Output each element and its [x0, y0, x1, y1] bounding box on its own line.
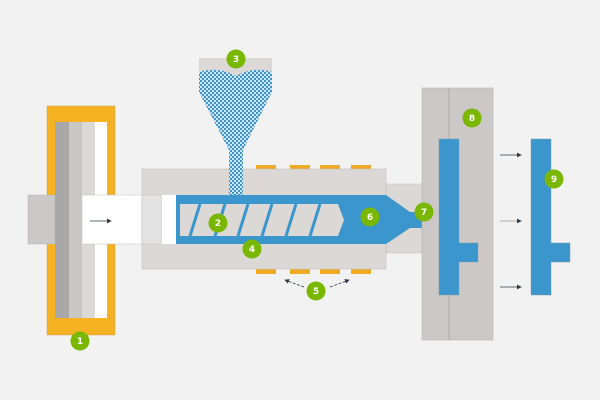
badge-label: 8: [469, 114, 475, 124]
hydraulic-unit: [27, 105, 145, 336]
mold: [421, 87, 494, 341]
badge-label: 2: [215, 219, 221, 229]
badge-label: 1: [77, 337, 83, 347]
badge-1: 1: [70, 331, 90, 351]
barrel: [141, 168, 424, 270]
heater-pointer-arrows: [284, 279, 350, 288]
badge-label: 3: [233, 55, 239, 65]
badge-3: 3: [226, 49, 246, 69]
ram-end: [141, 194, 163, 245]
piston-rod: [81, 194, 145, 245]
ejection-arrows: [500, 152, 522, 290]
badge-circle: [208, 213, 228, 233]
badge-label: 5: [313, 287, 319, 297]
badge-circle: [306, 281, 326, 301]
badge-circle: [360, 207, 380, 227]
mold-cavity-part: [438, 138, 479, 296]
heater-bands: [256, 165, 371, 274]
badge-8: 8: [462, 108, 482, 128]
badge-6: 6: [360, 207, 380, 227]
badge-2: 2: [208, 213, 228, 233]
ram-face: [162, 195, 176, 244]
badge-label: 9: [551, 175, 557, 185]
badge-9: 9: [544, 169, 564, 189]
badge-7: 7: [414, 202, 434, 222]
molded-part: [530, 138, 571, 296]
badge-circle: [544, 169, 564, 189]
badge-circle: [462, 108, 482, 128]
badge-label: 7: [421, 208, 427, 218]
plate-mid: [69, 122, 82, 318]
badge-5: 5: [306, 281, 326, 301]
plastic-pellets: [199, 69, 272, 195]
badge-layer: 1 2 3 4 5 6 7 8 9: [70, 49, 564, 351]
badge-4: 4: [242, 239, 262, 259]
hopper: [199, 58, 272, 195]
badge-circle: [226, 49, 246, 69]
badge-circle: [242, 239, 262, 259]
badge-label: 6: [367, 213, 373, 223]
badge-circle: [70, 331, 90, 351]
badge-circle: [414, 202, 434, 222]
piston-block: [27, 194, 56, 245]
badge-label: 4: [249, 245, 255, 255]
plate-dark: [55, 122, 69, 318]
